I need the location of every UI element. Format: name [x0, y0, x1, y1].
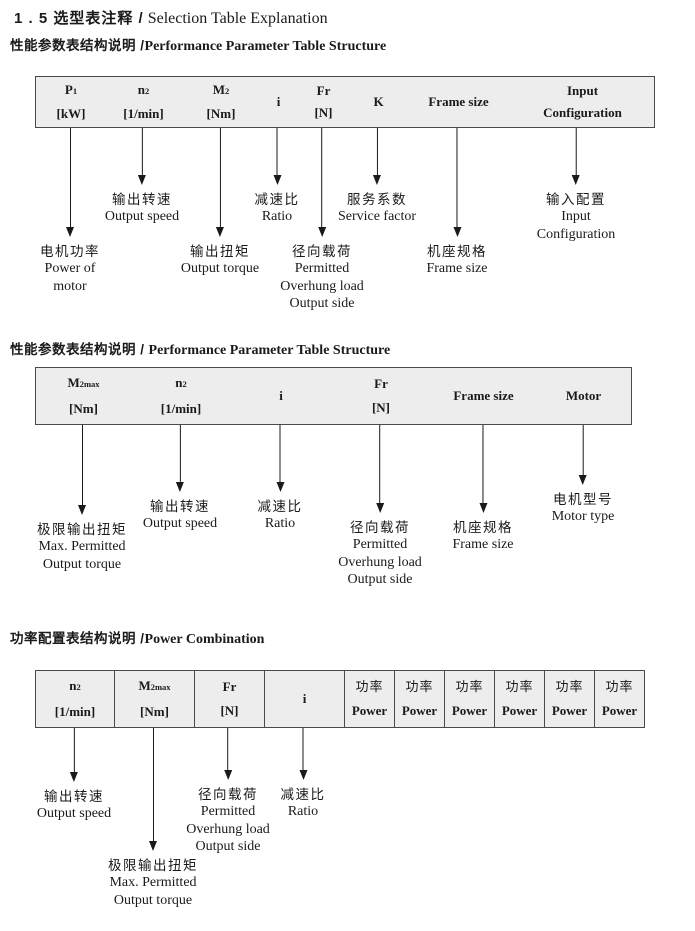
down-arrow-icon: [273, 128, 281, 185]
column-header-ratio: i: [276, 94, 281, 109]
section-heading-performance-1: 性能参数表结构说明 /Performance Parameter Table S…: [10, 38, 387, 54]
down-arrow-icon: [571, 128, 580, 185]
page-title-zh: 1 . 5 选型表注释 /: [14, 10, 144, 27]
down-arrow-icon: [453, 128, 461, 237]
column-header-ratio: i: [264, 671, 344, 727]
down-arrow-icon: [78, 425, 86, 515]
down-arrow-icon: [299, 728, 307, 780]
page-title: 1 . 5 选型表注释 /Selection Table Explanation: [14, 7, 328, 28]
column-header-fr: Fr [N]: [314, 82, 333, 121]
column-header-ratio: i: [279, 388, 283, 403]
column-header-p1: P1 [kW]: [56, 82, 86, 121]
column-header-fr: Fr [N]: [371, 375, 391, 416]
column-header-input-configuration: Input Configuration: [543, 82, 622, 121]
down-arrow-icon: [69, 728, 78, 782]
column-header-power-2: 功率 Power: [394, 671, 444, 727]
down-arrow-icon: [137, 128, 146, 185]
column-header-fr: Fr [N]: [194, 671, 264, 727]
column-header-n2: n2 [1/min]: [160, 375, 202, 416]
down-arrow-icon: [276, 425, 284, 492]
down-arrow-icon: [376, 425, 384, 513]
down-arrow-icon: [175, 425, 184, 492]
column-header-frame-size: Frame size: [428, 94, 489, 109]
column-header-power-4: 功率 Power: [494, 671, 544, 727]
down-arrow-icon: [318, 128, 326, 237]
column-header-frame-size: Frame size: [453, 388, 514, 403]
column-header-m2max: M2max [Nm]: [114, 671, 194, 727]
column-header-power-6: 功率 Power: [594, 671, 644, 727]
down-arrow-icon: [216, 128, 224, 237]
column-header-power-3: 功率 Power: [444, 671, 494, 727]
power-combination-table: n2 [1/min] M2max [Nm] Fr [N] i 功率 Power …: [35, 670, 645, 728]
column-header-m2: M2 [Nm]: [206, 82, 236, 121]
column-header-n2: n2 [1/min]: [123, 82, 164, 121]
column-header-n2: n2 [1/min]: [54, 678, 96, 719]
down-arrow-icon: [224, 728, 232, 780]
down-arrow-icon: [149, 728, 157, 851]
down-arrow-icon: [578, 425, 587, 485]
section-heading-performance-2: 性能参数表结构说明 /Performance Parameter Table S…: [10, 342, 391, 358]
column-header-k: K: [373, 94, 384, 109]
column-header-power-1: 功率 Power: [344, 671, 394, 727]
column-header-motor: Motor: [565, 388, 602, 403]
down-arrow-icon: [66, 128, 74, 237]
page-title-en: Selection Table Explanation: [147, 10, 328, 27]
column-header-power-5: 功率 Power: [544, 671, 594, 727]
performance-table-2: M2max [Nm] n2 [1/min] i Fr [N] Frame siz…: [35, 367, 632, 425]
down-arrow-icon: [373, 128, 381, 185]
section-heading-power-combination: 功率配置表结构说明 /Power Combination: [10, 631, 265, 647]
performance-table-1: P1 [kW] n2 [1/min] M2 [Nm] i Fr [N] K Fr…: [35, 76, 655, 128]
column-header-m2max: M2max [Nm]: [67, 375, 100, 416]
down-arrow-icon: [479, 425, 487, 513]
